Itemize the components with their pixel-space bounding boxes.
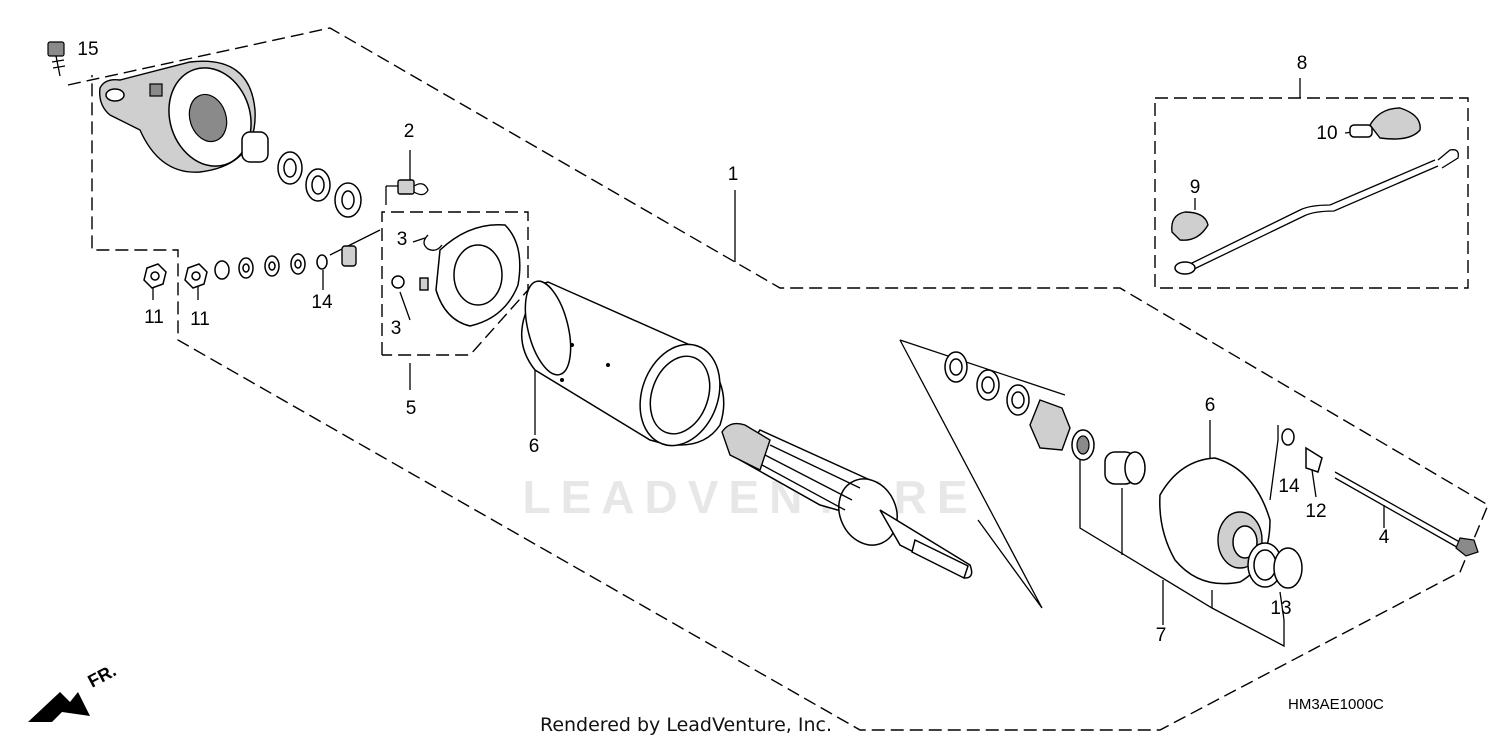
callout-6b: 6 [1205,395,1216,416]
callout-4: 4 [1379,527,1390,548]
callout-12: 12 [1305,501,1326,522]
armature [721,422,973,580]
cable-kit-outline [1154,97,1469,289]
callout-7: 7 [1156,625,1167,646]
front-direction-arrow [28,692,90,722]
motor-case [520,280,725,447]
callout-10: 10 [1316,123,1337,144]
brush-holder-outline [381,211,529,356]
callout-8: 8 [1297,53,1308,74]
callout-1: 1 [728,164,739,185]
bracket-14-outline [1269,425,1279,501]
assembly-outline [67,27,1489,731]
washers-top [241,131,362,218]
callout-11b: 11 [190,309,210,330]
through-bolt-4 [1334,471,1479,557]
front-bracket [1159,428,1323,588]
callout-9: 9 [1190,177,1201,198]
callout-11a: 11 [144,307,164,328]
gear-set [944,351,1146,485]
small-parts-row [143,245,357,289]
gear-set-outline [899,339,1043,609]
footer-credit: Rendered by LeadVenture, Inc. [539,714,833,736]
brush-holder [391,223,521,327]
direction-label: FR. [84,660,119,691]
circlip-13 [1273,547,1303,589]
callout-14b: 14 [1278,476,1300,497]
bolt-15 [47,41,66,77]
callout-3b: 3 [391,318,402,339]
callout-14a: 14 [311,292,333,313]
leader-lines [152,78,1385,625]
drawing-code: HM3AE1000C [1288,696,1384,713]
callout-2: 2 [404,121,415,142]
rear-end-cover [99,60,256,173]
callout-15: 15 [77,39,98,60]
callout-5: 5 [406,398,417,419]
callout-13: 13 [1270,598,1291,619]
callout-6a: 6 [529,436,540,457]
callout-3a: 3 [397,229,408,250]
cable-kit [1171,107,1459,275]
terminal-2 [397,179,429,196]
